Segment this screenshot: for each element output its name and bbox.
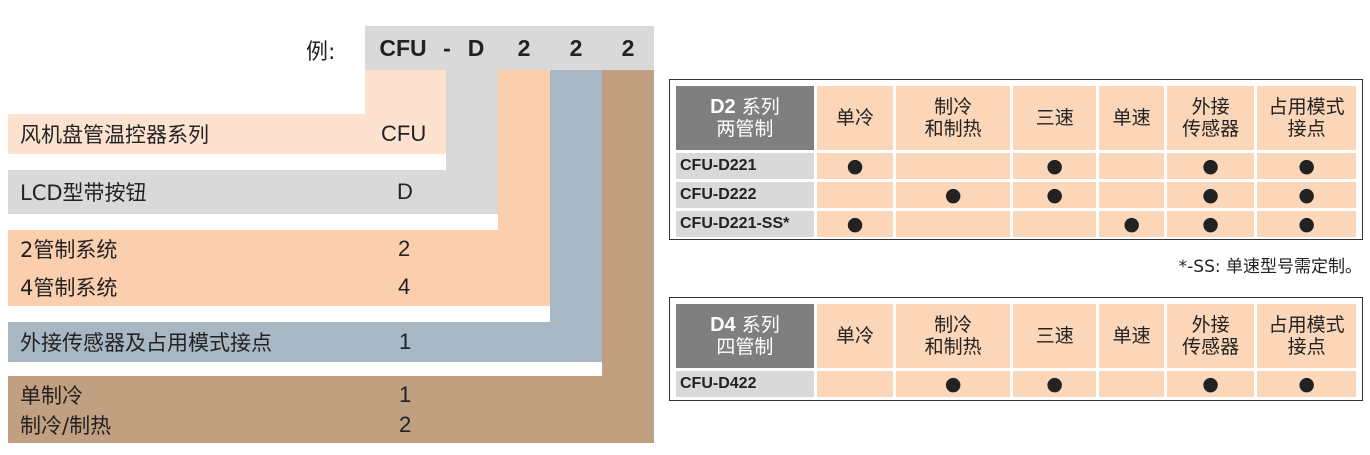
dot-cell: ● xyxy=(896,182,1010,208)
dot-cell xyxy=(816,371,894,397)
strip-sensor xyxy=(550,70,602,358)
table-row: CFU-D221 ● ● ● ● xyxy=(676,153,1356,179)
dot-cell: ● xyxy=(816,153,894,179)
example-label: 例: xyxy=(306,40,336,65)
table-row: CFU-D221-SS* ● ● ● ● xyxy=(676,211,1356,237)
row-series-code: CFU xyxy=(381,121,427,146)
dot-cell xyxy=(1099,371,1164,397)
dot-cell: ● xyxy=(1257,182,1356,208)
code-pipes: 2 xyxy=(517,34,531,61)
dot-cell: ● xyxy=(1166,182,1255,208)
dot-cell: ● xyxy=(896,371,1010,397)
model-cell: CFU-D221-SS* xyxy=(676,211,814,237)
row-heating-label: 制冷/制热 xyxy=(20,414,112,438)
row-series-label: 风机盘管温控器系列 xyxy=(20,123,209,147)
d2-title: D2 系列 两管制 xyxy=(676,86,814,150)
table-row: CFU-D222 ● ● ● ● xyxy=(676,182,1356,208)
code-d: D xyxy=(467,34,485,61)
row-heating-code: 2 xyxy=(399,412,412,437)
model-cell: CFU-D422 xyxy=(676,371,814,397)
single-speed-note: *-SS: 单速型号需定制。 xyxy=(1178,257,1362,277)
d2-header-three-speed: 三速 xyxy=(1012,86,1097,150)
dot-cell: ● xyxy=(1257,211,1356,237)
dot-cell xyxy=(896,153,1010,179)
d2-header-occupancy: 占用模式接点 xyxy=(1257,86,1356,150)
row-4pipe-label: 4管制系统 xyxy=(20,276,118,300)
table-d4-grid: D4 系列 四管制 单冷 制冷和制热 三速 单速 外接传感器 占用模式接点 CF… xyxy=(673,301,1359,400)
row-cooling-label: 单制冷 xyxy=(20,384,83,408)
row-sensor-code: 1 xyxy=(399,329,412,354)
d4-header-ext-sensor: 外接传感器 xyxy=(1166,304,1255,368)
d2-header-single-speed: 单速 xyxy=(1099,86,1164,150)
d4-header-single-speed: 单速 xyxy=(1099,304,1164,368)
dot-cell xyxy=(896,211,1010,237)
example-code-bar xyxy=(365,26,654,70)
dot-cell: ● xyxy=(1099,211,1164,237)
band-pipes xyxy=(8,230,550,306)
table-row: CFU-D422 ● ● ● ● xyxy=(676,371,1356,397)
row-lcd-label: LCD型带按钮 xyxy=(20,181,147,205)
d4-header-cool-heat: 制冷和制热 xyxy=(896,304,1010,368)
row-lcd-code: D xyxy=(397,179,413,204)
dot-cell: ● xyxy=(1257,371,1356,397)
strip-mode xyxy=(602,70,654,376)
dot-cell: ● xyxy=(1166,153,1255,179)
table-d2-grid: D2 系列 两管制 单冷 制冷和制热 三速 单速 外接传感器 占用模式接点 CF… xyxy=(673,83,1359,240)
d4-title: D4 系列 四管制 xyxy=(676,304,814,368)
dot-cell: ● xyxy=(1012,182,1097,208)
dot-cell xyxy=(1099,182,1164,208)
table-d2: D2 系列 两管制 单冷 制冷和制热 三速 单速 外接传感器 占用模式接点 CF… xyxy=(669,79,1363,240)
row-sensor-label: 外接传感器及占用模式接点 xyxy=(20,331,272,355)
dot-cell: ● xyxy=(816,211,894,237)
row-2pipe-code: 2 xyxy=(398,236,411,261)
dot-cell xyxy=(816,182,894,208)
d4-header-three-speed: 三速 xyxy=(1012,304,1097,368)
d4-header-cool-only: 单冷 xyxy=(816,304,894,368)
row-cooling-code: 1 xyxy=(399,382,412,407)
dot-cell: ● xyxy=(1257,153,1356,179)
row-2pipe-label: 2管制系统 xyxy=(20,238,118,262)
d2-header-cool-heat: 制冷和制热 xyxy=(896,86,1010,150)
row-4pipe-code: 4 xyxy=(398,274,411,299)
d4-header-occupancy: 占用模式接点 xyxy=(1257,304,1356,368)
band-mode xyxy=(8,376,654,443)
dot-cell xyxy=(1012,211,1097,237)
code-dash: - xyxy=(443,34,451,61)
dot-cell: ● xyxy=(1012,371,1097,397)
d2-header-cool-only: 单冷 xyxy=(816,86,894,150)
code-sensor: 2 xyxy=(569,34,583,61)
band-sensor xyxy=(8,322,602,362)
dot-cell: ● xyxy=(1166,371,1255,397)
model-cell: CFU-D222 xyxy=(676,182,814,208)
code-cfu: CFU xyxy=(379,34,427,61)
dot-cell: ● xyxy=(1166,211,1255,237)
band-d xyxy=(8,170,498,214)
code-mode: 2 xyxy=(621,34,635,61)
d2-header-ext-sensor: 外接传感器 xyxy=(1166,86,1255,150)
dot-cell: ● xyxy=(1012,153,1097,179)
table-d4: D4 系列 四管制 单冷 制冷和制热 三速 单速 外接传感器 占用模式接点 CF… xyxy=(669,297,1363,401)
dot-cell xyxy=(1099,153,1164,179)
band-cfu xyxy=(8,114,446,154)
model-cell: CFU-D221 xyxy=(676,153,814,179)
